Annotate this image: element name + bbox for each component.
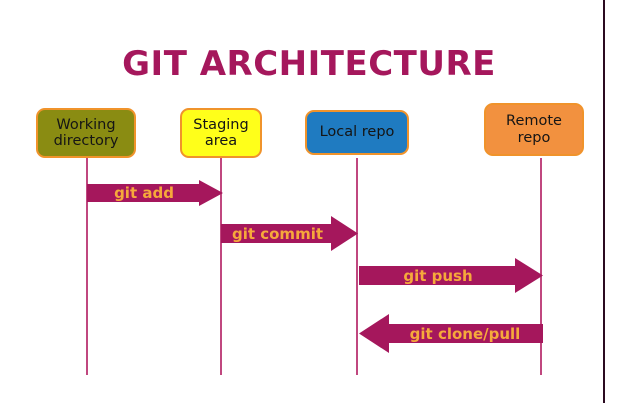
arrow-right-shape-icon bbox=[87, 180, 223, 206]
slide-edge-rule bbox=[603, 0, 605, 403]
node-staging-area[interactable]: Staging area bbox=[180, 108, 262, 158]
arrow-git-clone-pull: git clone/pull bbox=[359, 314, 543, 353]
node-remote-repo[interactable]: Remote repo bbox=[484, 103, 584, 156]
arrow-git-push-label: git push bbox=[403, 266, 473, 285]
arrow-git-commit: git commit bbox=[221, 216, 358, 251]
arrow-right-shape-icon bbox=[221, 216, 358, 251]
arrow-right-shape-icon bbox=[359, 258, 543, 293]
node-working-directory-line1: Working bbox=[56, 116, 116, 133]
lifeline-remote-repo bbox=[540, 158, 542, 375]
arrow-git-commit-label: git commit bbox=[231, 224, 324, 243]
lifeline-staging-area bbox=[220, 158, 222, 375]
node-remote-repo-line1: Remote bbox=[506, 113, 562, 130]
node-local-repo-line1: Local repo bbox=[319, 124, 395, 141]
page-title: GIT ARCHITECTURE bbox=[122, 44, 496, 84]
lifeline-local-repo bbox=[356, 158, 358, 375]
node-working-directory-line2: directory bbox=[53, 133, 119, 149]
arrow-git-clone-pull-label: git clone/pull bbox=[409, 324, 521, 343]
lifeline-working-directory bbox=[86, 158, 88, 375]
node-remote-repo-line2: repo bbox=[517, 129, 551, 146]
arrow-left-shape-icon bbox=[359, 314, 543, 353]
node-working-directory[interactable]: Working directory bbox=[36, 108, 136, 158]
arrow-git-add-label: git add bbox=[114, 184, 174, 202]
node-staging-area-line2: area bbox=[204, 133, 238, 149]
arrow-git-push: git push bbox=[359, 258, 543, 293]
node-local-repo[interactable]: Local repo bbox=[305, 110, 409, 155]
node-staging-area-line1: Staging bbox=[193, 116, 249, 133]
arrow-git-add: git add bbox=[87, 180, 223, 206]
